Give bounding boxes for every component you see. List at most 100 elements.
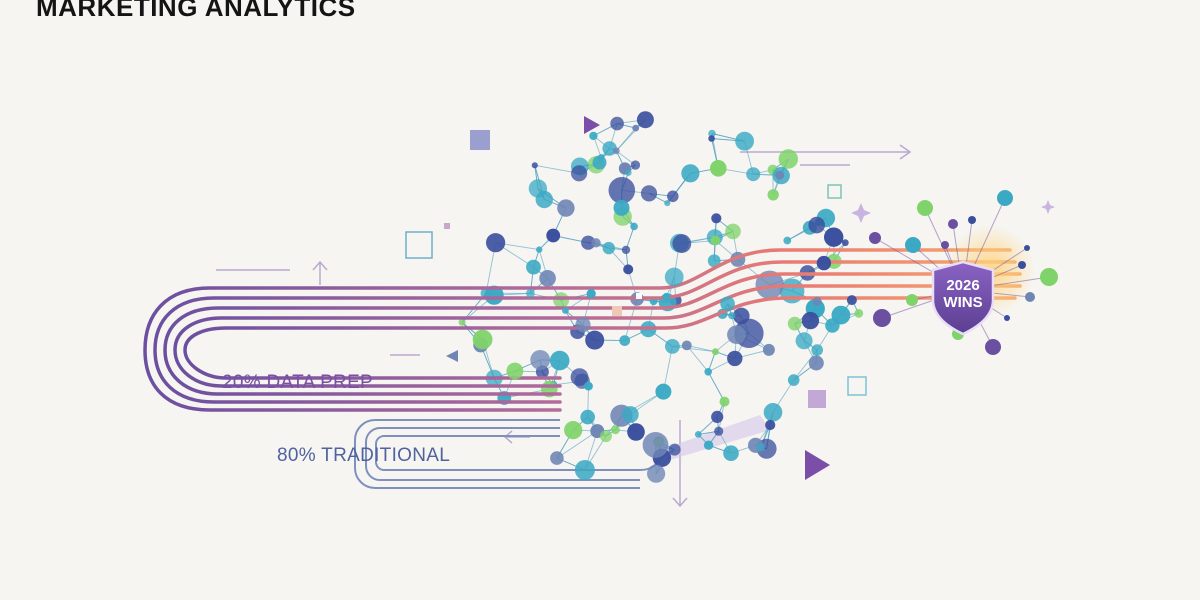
network-node [672,234,692,254]
triangle-shape [584,116,600,134]
output-node [941,241,949,249]
network-node [841,239,849,247]
network-node [531,162,538,169]
network-edge [556,430,598,459]
network-node [589,131,598,141]
network-node [681,164,700,183]
network-node [664,200,671,207]
network-node [712,348,719,356]
network-node [665,339,680,354]
network-node [667,190,679,203]
band-marker [612,306,622,316]
network-node [562,307,569,314]
network-node [831,305,851,325]
network-node [574,460,595,480]
network-node [755,270,784,299]
output-node [948,219,958,229]
network-node [610,116,624,131]
network-node [584,381,593,391]
network-node [550,451,564,465]
network-node [458,318,466,326]
network-node [746,167,761,182]
network-node [625,169,632,176]
band-marker [636,293,642,299]
network-node [811,344,823,356]
network-node [708,135,715,142]
network-node [636,111,654,129]
network-node [580,409,595,425]
network-node [602,241,615,255]
network-node [664,267,684,287]
network-node [549,350,570,371]
page-title: MARKETING ANALYTICS [36,0,356,22]
network-node [711,410,724,423]
network-node [586,289,596,299]
network-node [735,131,754,151]
network-node [564,421,583,440]
network-node [597,154,605,161]
network-node [539,270,556,287]
network-node [526,259,541,275]
traditional-label: 80% TRADITIONAL [277,445,450,466]
network-node [480,287,492,299]
network-node [472,329,493,350]
network-node [694,431,702,438]
output-node [1025,292,1035,302]
wins-badge: 2026 WINS [931,260,995,336]
network-node [647,464,666,483]
network-node [775,170,785,180]
network-node [506,362,524,380]
network-node [630,160,641,170]
network-node [571,165,588,182]
outline-square-shape [827,184,842,199]
network-node [575,317,591,333]
network-node [486,233,506,253]
network-node [611,425,620,435]
network-node [725,223,741,240]
network-node [528,179,548,198]
network-node [621,245,631,255]
network-node [585,330,605,350]
shield-icon [931,260,995,336]
network-edge [707,371,725,402]
network-node [795,332,813,350]
network-node [612,147,620,155]
network-edge [793,349,818,381]
output-node [905,237,921,253]
network-node [808,355,824,371]
network-node [763,403,783,422]
network-node [733,307,750,325]
network-node [728,312,736,320]
network-node [762,343,775,356]
network-node [767,189,779,201]
network-node [727,325,746,345]
data-prep-flow-band [143,248,1022,412]
network-node [703,440,714,450]
output-node [1018,261,1026,269]
output-node [1024,245,1030,251]
square-shape [808,390,826,408]
network-node [591,238,601,248]
output-node [906,294,918,306]
network-node [714,426,724,436]
network-node [778,149,798,169]
network-node [854,309,864,318]
outline-square-shape [405,231,433,259]
network-node [719,396,730,407]
network-node [570,368,589,386]
triangle-shape [446,350,458,362]
network-node [530,350,551,370]
sparkle-icon [1041,200,1055,214]
traditional-flow-loop [354,419,661,489]
network-node [812,296,822,306]
network-node [787,316,802,331]
network-node [846,295,857,306]
network-edge [624,298,638,341]
network-node [801,311,820,330]
network-node [630,222,638,231]
network-node [619,335,631,346]
network-node [623,264,634,275]
network-node [710,235,721,246]
output-node [997,190,1013,206]
